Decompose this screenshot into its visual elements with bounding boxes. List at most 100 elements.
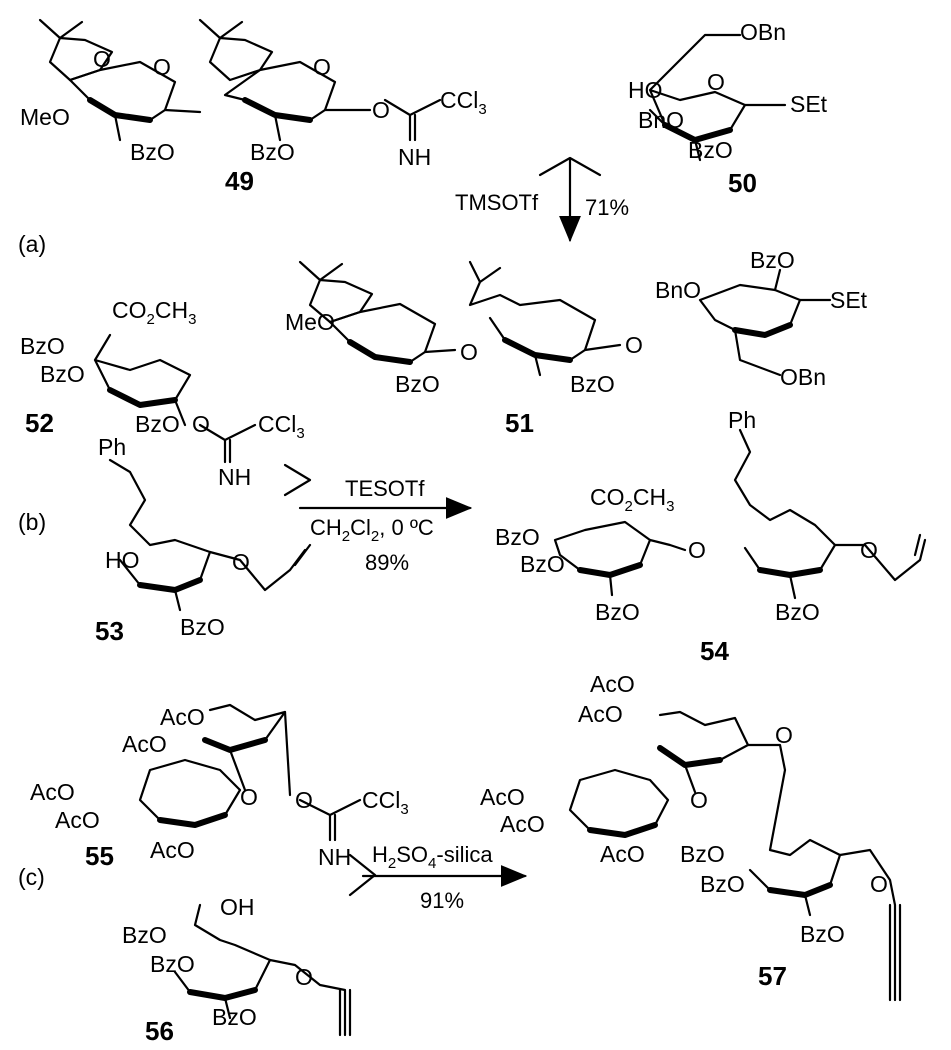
bzo-label: BzO — [250, 139, 295, 165]
aco-label: AcO — [590, 671, 635, 697]
bno-label: BnO — [655, 277, 701, 303]
ccl3-label: CCl3 — [362, 787, 409, 818]
yield-89: 89% — [365, 550, 409, 575]
compound-55-structure — [138, 703, 362, 842]
compound-54-structure — [553, 428, 927, 600]
compound-56-structure — [173, 903, 352, 1037]
glycosidic-oxygen: O — [775, 722, 793, 748]
yield-91: 91% — [420, 888, 464, 913]
co2ch3-label: CO2CH3 — [112, 297, 196, 328]
glycosidic-oxygen: O — [690, 787, 708, 813]
ring-oxygen: O — [93, 46, 111, 72]
nh-label: NH — [398, 144, 431, 170]
part-label-b: (b) — [18, 509, 46, 535]
aco-label: AcO — [30, 779, 75, 805]
ccl3-label: CCl3 — [440, 87, 487, 118]
ho-label: HO — [628, 77, 663, 103]
ring-oxygen: O — [707, 69, 725, 95]
bzo-label: BzO — [520, 551, 565, 577]
glycosidic-oxygen: O — [688, 537, 706, 563]
aco-label: AcO — [150, 837, 195, 863]
bzo-label: BzO — [40, 361, 85, 387]
aco-label: AcO — [160, 704, 205, 730]
aco-label: AcO — [480, 784, 525, 810]
glycosidic-oxygen: O — [460, 339, 478, 365]
bzo-label: BzO — [150, 951, 195, 977]
bzo-label: BzO — [800, 921, 845, 947]
bzo-label: BzO — [135, 411, 180, 437]
compound-53-structure — [108, 458, 312, 612]
glycosidic-oxygen: O — [295, 964, 313, 990]
reaction-arrow-a — [538, 156, 602, 243]
bzo-label: BzO — [775, 599, 820, 625]
nh-label: NH — [318, 844, 351, 870]
part-label-c: (c) — [18, 864, 45, 890]
set-label: SEt — [830, 287, 868, 313]
bzo-label: BzO — [395, 371, 440, 397]
bzo-label: BzO — [700, 871, 745, 897]
solvent-conditions: CH2Cl2, 0 ºC — [310, 515, 434, 545]
anomeric-oxygen: O — [192, 411, 210, 437]
reagent-tesotf: TESOTf — [345, 476, 425, 501]
aco-label: AcO — [122, 731, 167, 757]
bzo-label: BzO — [570, 371, 615, 397]
compound-52-structure — [93, 333, 257, 464]
reagent-tmsotf: TMSOTf — [455, 190, 539, 215]
aco-label: AcO — [600, 841, 645, 867]
ccl3-label: CCl3 — [258, 411, 305, 442]
compound-50-structure — [648, 33, 787, 162]
co2ch3-label: CO2CH3 — [590, 484, 674, 515]
meo-label: MeO — [20, 104, 70, 130]
ho-label: HO — [105, 547, 140, 573]
reagent-h2so4-silica: H2SO4-silica — [372, 842, 493, 872]
bno-label: BnO — [638, 107, 684, 133]
compound-number-54: 54 — [700, 636, 729, 666]
compound-number-50: 50 — [728, 168, 757, 198]
bzo-label: BzO — [495, 524, 540, 550]
anomeric-oxygen: O — [295, 787, 313, 813]
aco-label: AcO — [55, 807, 100, 833]
set-label: SEt — [790, 91, 828, 117]
bzo-label: BzO — [20, 333, 65, 359]
aco-label: AcO — [500, 811, 545, 837]
glycosidic-oxygen: O — [870, 871, 888, 897]
compound-57-structure — [568, 710, 902, 1002]
bzo-label: BzO — [212, 1004, 257, 1030]
compound-number-57: 57 — [758, 961, 787, 991]
bzo-label: BzO — [122, 922, 167, 948]
bzo-label: BzO — [750, 247, 795, 273]
aco-label: AcO — [578, 701, 623, 727]
part-label-a: (a) — [18, 231, 46, 257]
anomeric-oxygen: O — [372, 97, 390, 123]
ring-oxygen: O — [313, 54, 331, 80]
nh-label: NH — [218, 464, 251, 490]
bzo-label: BzO — [688, 137, 733, 163]
compound-49-structure — [38, 18, 442, 142]
compound-number-51: 51 — [505, 408, 534, 438]
obn-label: OBn — [780, 364, 826, 390]
bzo-label: BzO — [680, 841, 725, 867]
compound-number-52: 52 — [25, 408, 54, 438]
ring-oxygen: O — [153, 54, 171, 80]
obn-label: OBn — [740, 19, 786, 45]
glycosidic-oxygen: O — [232, 549, 250, 575]
glycosidic-oxygen: O — [240, 784, 258, 810]
meo-label: MeO — [285, 309, 335, 335]
bzo-label: BzO — [180, 614, 225, 640]
compound-51-structure — [298, 260, 832, 377]
glycosidic-oxygen: O — [860, 537, 878, 563]
compound-number-56: 56 — [145, 1016, 174, 1046]
glycosidic-oxygen: O — [625, 332, 643, 358]
ph-label: Ph — [728, 407, 756, 433]
yield-71: 71% — [585, 195, 629, 220]
ph-label: Ph — [98, 434, 126, 460]
compound-number-53: 53 — [95, 616, 124, 646]
bzo-label: BzO — [595, 599, 640, 625]
compound-number-49: 49 — [225, 166, 254, 196]
compound-number-55: 55 — [85, 841, 114, 871]
reaction-arrow-b — [283, 463, 473, 519]
bzo-label: BzO — [130, 139, 175, 165]
reaction-arrow-c — [348, 853, 528, 897]
oh-label: OH — [220, 894, 255, 920]
